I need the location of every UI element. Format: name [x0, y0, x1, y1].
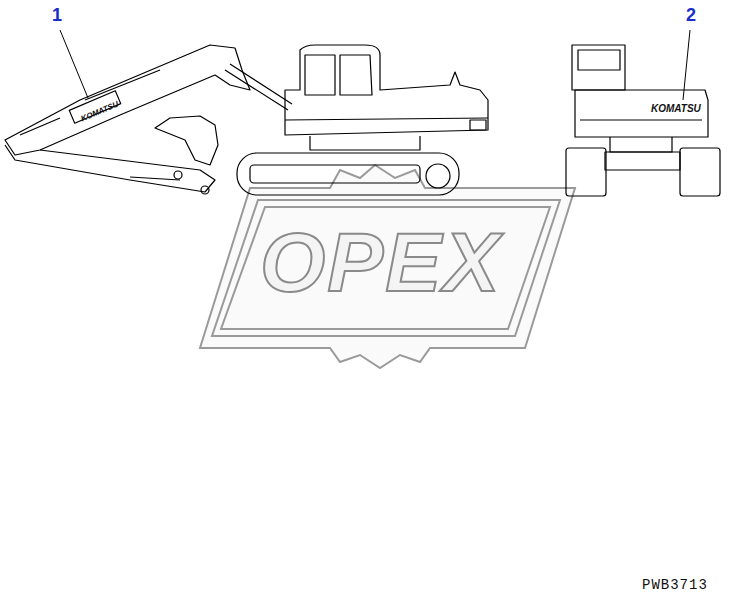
callout-number: 1	[52, 6, 62, 24]
watermark: OPEX	[260, 220, 501, 304]
drawing-code: PWB3713	[642, 578, 708, 592]
callout-number: 2	[686, 6, 696, 24]
leader-line	[60, 30, 690, 100]
brand-decal: KOMATSU	[651, 104, 701, 114]
